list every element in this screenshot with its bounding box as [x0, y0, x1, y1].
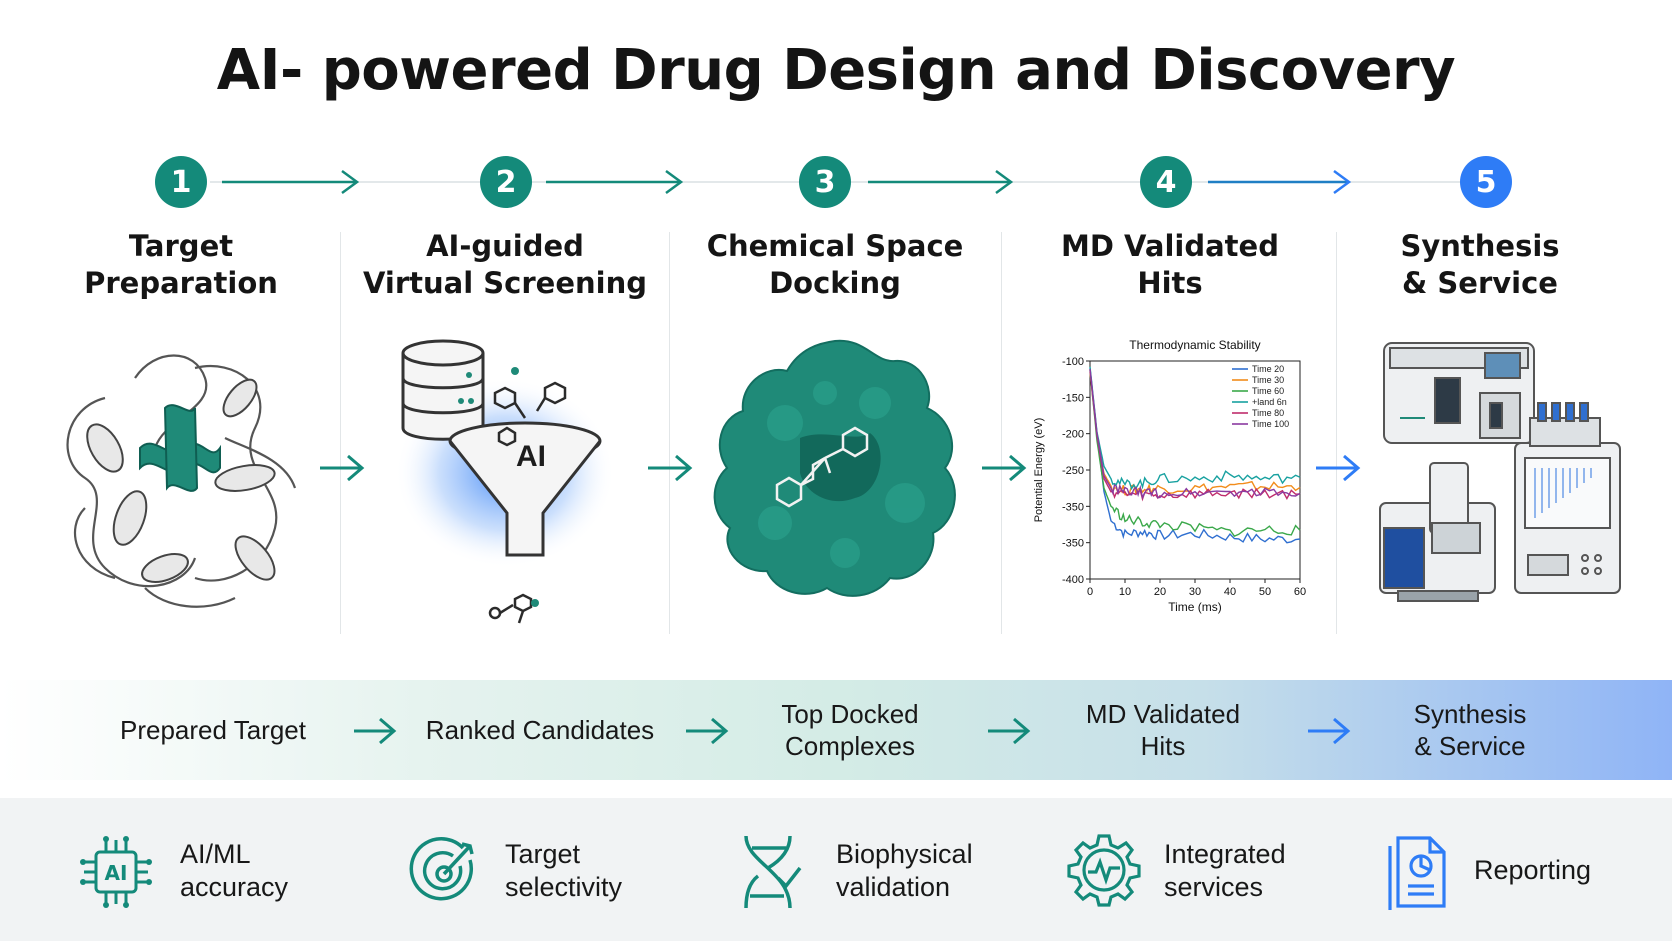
y-tick-label: -350 — [1062, 501, 1084, 513]
step-1-number: 1 — [155, 156, 207, 208]
ai-chip-icon: AI — [80, 836, 152, 908]
column-divider — [340, 232, 341, 634]
ai-chip-label: AI — [105, 861, 128, 885]
protein-ribbon-icon — [66, 354, 297, 608]
legend-label: +land 6n — [1252, 397, 1287, 407]
report-icon — [1388, 836, 1446, 910]
arrow-1-2-icon — [222, 169, 360, 195]
lab-instruments-icon — [1379, 342, 1621, 602]
step-2-number: 2 — [480, 156, 532, 208]
mid-arrow-1-icon — [320, 454, 365, 482]
x-tick-label: 50 — [1259, 586, 1271, 598]
column-divider — [669, 232, 670, 634]
page-title: AI- powered Drug Design and Discovery — [216, 38, 1456, 103]
target-icon — [409, 837, 474, 901]
column-divider — [1001, 232, 1002, 634]
column-divider — [1336, 232, 1337, 634]
y-tick-label: -350 — [1062, 538, 1084, 550]
mid-arrow-2-icon — [648, 454, 693, 482]
arrow-3-4-icon — [868, 169, 1014, 195]
band-arrow-2-icon — [686, 717, 729, 745]
plot-frame — [1089, 360, 1301, 580]
y-tick-label: -200 — [1062, 429, 1084, 441]
output-1-label: Prepared Target — [120, 715, 306, 745]
step-5-number: 5 — [1460, 156, 1512, 208]
x-tick-label: 0 — [1087, 586, 1093, 598]
output-2-label: Ranked Candidates — [425, 715, 655, 745]
feature-5-label: Reporting — [1474, 855, 1592, 885]
legend-label: Time 80 — [1252, 408, 1284, 418]
legend-label: Time 60 — [1252, 386, 1284, 396]
y-tick-label: -150 — [1062, 392, 1084, 404]
chart-title: Thermodynamic Stability — [1129, 338, 1260, 352]
y-axis-label: Potential Energy (eV) — [1033, 418, 1045, 523]
arrow-2-3-icon — [546, 169, 684, 195]
dna-icon — [744, 835, 802, 909]
step-3-number: 3 — [799, 156, 851, 208]
legend-label: Time 30 — [1252, 375, 1284, 385]
legend-label: Time 100 — [1252, 419, 1289, 429]
protein-surface-icon — [713, 339, 956, 597]
x-tick-label: 10 — [1119, 586, 1131, 598]
band-arrow-4-icon — [1308, 717, 1351, 745]
y-tick-label: -250 — [1062, 465, 1084, 477]
gear-pulse-icon — [1067, 834, 1141, 907]
arrow-4-5-icon — [1208, 169, 1352, 195]
y-tick-label: -100 — [1062, 356, 1084, 368]
step-5-title: Synthesis& Service — [1400, 229, 1560, 300]
legend-label: Time 20 — [1252, 364, 1284, 374]
x-axis-label: Time (ms) — [1168, 600, 1222, 614]
band-arrow-1-icon — [354, 717, 397, 745]
x-tick-label: 30 — [1189, 586, 1201, 598]
x-tick-label: 40 — [1224, 586, 1236, 598]
step-4-number: 4 — [1140, 156, 1192, 208]
band-arrow-3-icon — [988, 717, 1031, 745]
y-tick-label: -400 — [1062, 574, 1084, 586]
database-funnel-icon — [395, 339, 615, 624]
funnel-ai-label: AI — [516, 440, 546, 473]
series-line — [1089, 369, 1301, 537]
thermodynamic-stability-chart: Thermodynamic Stability 0 10 20 30 40 50 60 -100… — [1033, 338, 1306, 614]
x-tick-label: 60 — [1294, 586, 1306, 598]
mid-arrow-3-icon — [982, 454, 1027, 482]
outputs-band: Prepared Target Ranked Candidates Top Do… — [0, 680, 1672, 780]
output-5-label: Synthesis& Service — [1413, 699, 1527, 761]
series-line — [1089, 368, 1301, 500]
series-line — [1089, 366, 1301, 491]
mid-arrow-4-icon — [1316, 454, 1361, 482]
x-tick-label: 20 — [1154, 586, 1166, 598]
